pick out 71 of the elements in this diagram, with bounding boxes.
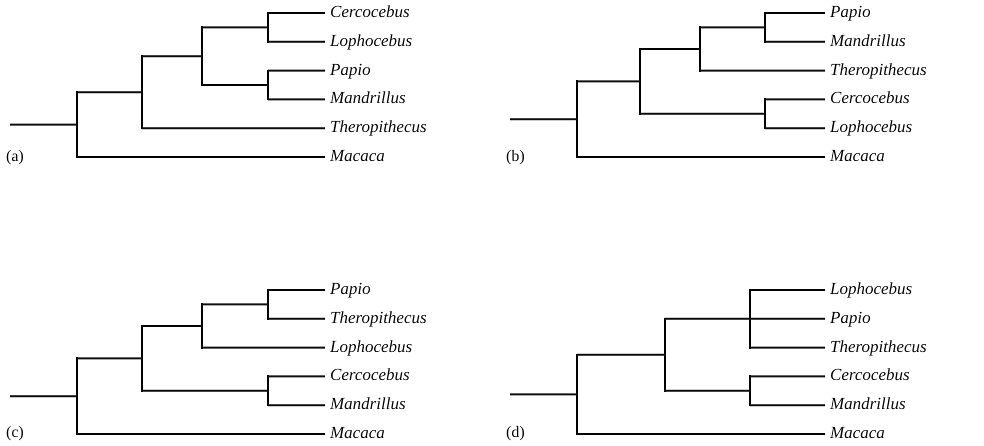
branch-line [765,127,825,130]
taxon-label: Papio [325,60,371,80]
branch-line [268,40,325,43]
branch-line [750,318,825,320]
taxon-label: Papio [325,279,371,299]
taxon-label: Lophocebus [325,30,412,51]
branch-line [142,325,202,327]
taxon-label: Theropithecus [325,117,427,138]
branch-line [577,156,825,158]
taxon-label: Mandrillus [325,394,406,414]
branch-line [202,26,268,28]
branch-line [202,303,268,306]
taxon-label: Mandrillus [825,394,906,414]
branch-line [665,318,750,320]
branch-line [510,393,577,396]
taxon-label: Macaca [325,423,385,443]
branch-line [700,26,765,28]
branch-line [700,70,825,72]
taxon-label: Mandrillus [325,88,406,108]
branch-line [268,98,325,100]
branch-line [142,127,325,130]
panel-label: (a) [6,147,24,167]
taxon-label: Lophocebus [825,279,912,299]
branch-line [577,80,640,82]
branch-line [750,346,825,349]
branch-line [10,395,77,398]
branch-line [268,404,325,406]
taxon-label: Cercocebus [825,88,910,108]
panel-label: (b) [506,147,525,167]
taxon-label: Lophocebus [325,336,412,357]
taxon-label: Mandrillus [825,30,906,51]
branch-line [142,390,268,392]
branch-line [77,357,142,360]
branch-line [577,354,665,356]
branch-line [142,55,202,58]
branch-line [202,346,325,349]
taxon-label: Macaca [825,423,885,443]
branch-line [750,404,825,406]
taxon-label: Theropithecus [825,60,927,80]
branch-line [765,98,825,100]
branch-line [77,433,325,435]
taxon-label: Macaca [325,146,385,166]
branch-line [10,124,77,126]
branch-line [577,433,825,435]
branch-line [765,40,825,43]
taxon-label: Cercocebus [825,365,910,386]
branch-line [765,12,825,14]
branch-line [665,390,750,392]
taxon-label: Cercocebus [325,365,410,386]
taxon-label: Papio [825,2,871,22]
panel-label: (c) [6,423,24,443]
taxon-label: Theropithecus [325,308,427,328]
taxon-label: Cercocebus [325,2,410,22]
branch-line [77,156,325,158]
branch-line [77,91,142,94]
branch-line [268,289,325,291]
taxon-label: Theropithecus [825,336,927,357]
branch-line [510,118,577,120]
branch-line [202,84,268,86]
branch-line [640,112,765,115]
taxon-label: Papio [825,308,871,328]
panel-label: (d) [506,423,525,443]
branch-line [750,375,825,378]
branch-line [750,289,825,291]
branch-line [268,375,325,378]
branch-line [268,12,325,14]
branch-line [268,318,325,320]
branch-line [640,48,700,50]
taxon-label: Lophocebus [825,117,912,138]
branch-line [268,70,325,72]
taxon-label: Macaca [825,146,885,166]
